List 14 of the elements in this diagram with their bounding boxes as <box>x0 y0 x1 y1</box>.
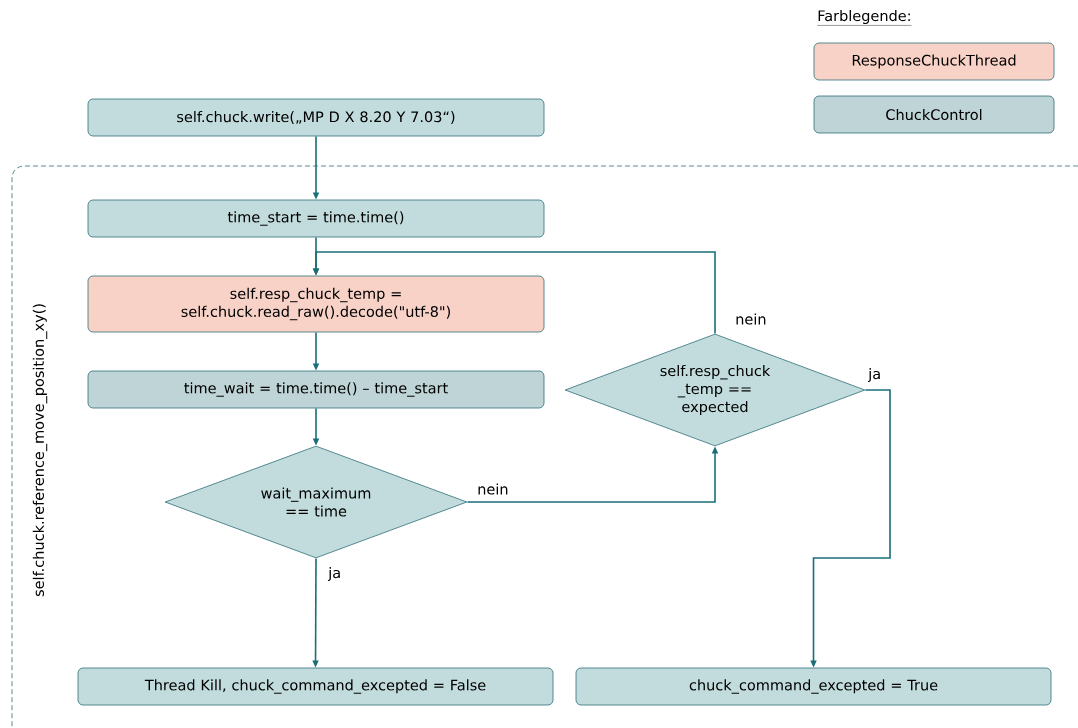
legend-item: ChuckControl <box>813 95 1055 134</box>
process-box: chuck_command_excepted = True <box>575 667 1052 706</box>
process-box: self.chuck.write(„MP D X 8.20 Y 7.03“) <box>87 98 545 137</box>
frame-label: self.chuck.reference_move_position_xy() <box>32 304 48 597</box>
edge-label: nein <box>736 313 766 325</box>
process-box: time_start = time.time() <box>87 199 545 238</box>
edge-label: nein <box>478 483 508 495</box>
edge-label: ja <box>867 368 880 382</box>
process-box: time_wait = time.time() – time_start <box>87 370 545 409</box>
legend-title: Farblegende: <box>817 9 912 26</box>
edge-label: ja <box>327 567 340 581</box>
legend-item: ResponseChuckThread <box>813 42 1055 81</box>
process-box: self.resp_chuck_temp = self.chuck.read_raw().decode("utf-8") <box>87 275 545 333</box>
process-box: Thread Kill, chuck_command_excepted = False <box>77 667 554 706</box>
